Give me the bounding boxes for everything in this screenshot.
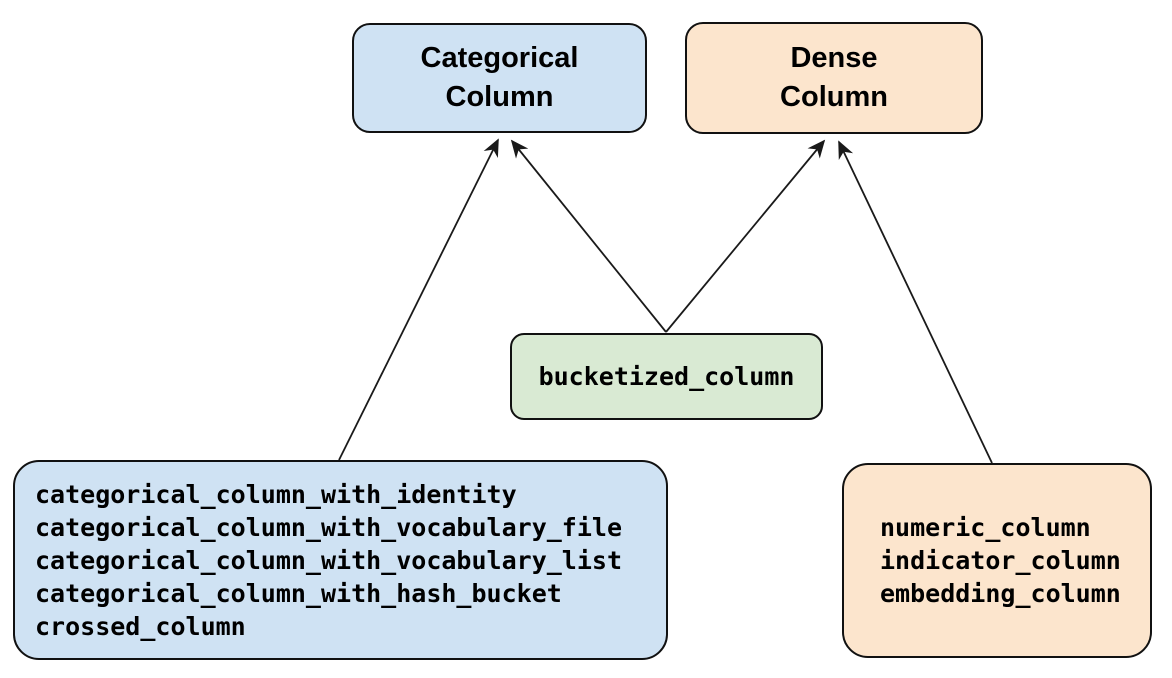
edge-categorical-functions-to-categorical-column xyxy=(338,138,499,461)
list-item: embedding_column xyxy=(880,579,1121,608)
list-item: numeric_column xyxy=(880,513,1091,542)
list-item: categorical_column_with_vocabulary_file xyxy=(35,512,622,542)
node-categorical-column: Categorical Column xyxy=(352,23,647,133)
edge-dense-functions-to-dense-column xyxy=(838,140,993,464)
list-item: categorical_column_with_identity xyxy=(35,479,517,509)
node-dense-column: Dense Column xyxy=(685,22,983,134)
node-bucketized-column: bucketized_column xyxy=(510,333,823,420)
list-item: indicator_column xyxy=(880,546,1121,575)
list-item: categorical_column_with_vocabulary_list xyxy=(35,545,622,575)
list-item: crossed_column xyxy=(35,611,246,641)
edge-bucketized-to-dense-column xyxy=(665,139,826,333)
list-item: categorical_column_with_hash_bucket xyxy=(35,578,562,608)
node-categorical-functions: categorical_column_with_identity categor… xyxy=(13,460,668,660)
node-dense-functions: numeric_column indicator_column embeddin… xyxy=(842,463,1152,658)
edge-bucketized-to-categorical-column xyxy=(510,139,667,333)
bucketized-column-label: bucketized_column xyxy=(538,362,795,391)
